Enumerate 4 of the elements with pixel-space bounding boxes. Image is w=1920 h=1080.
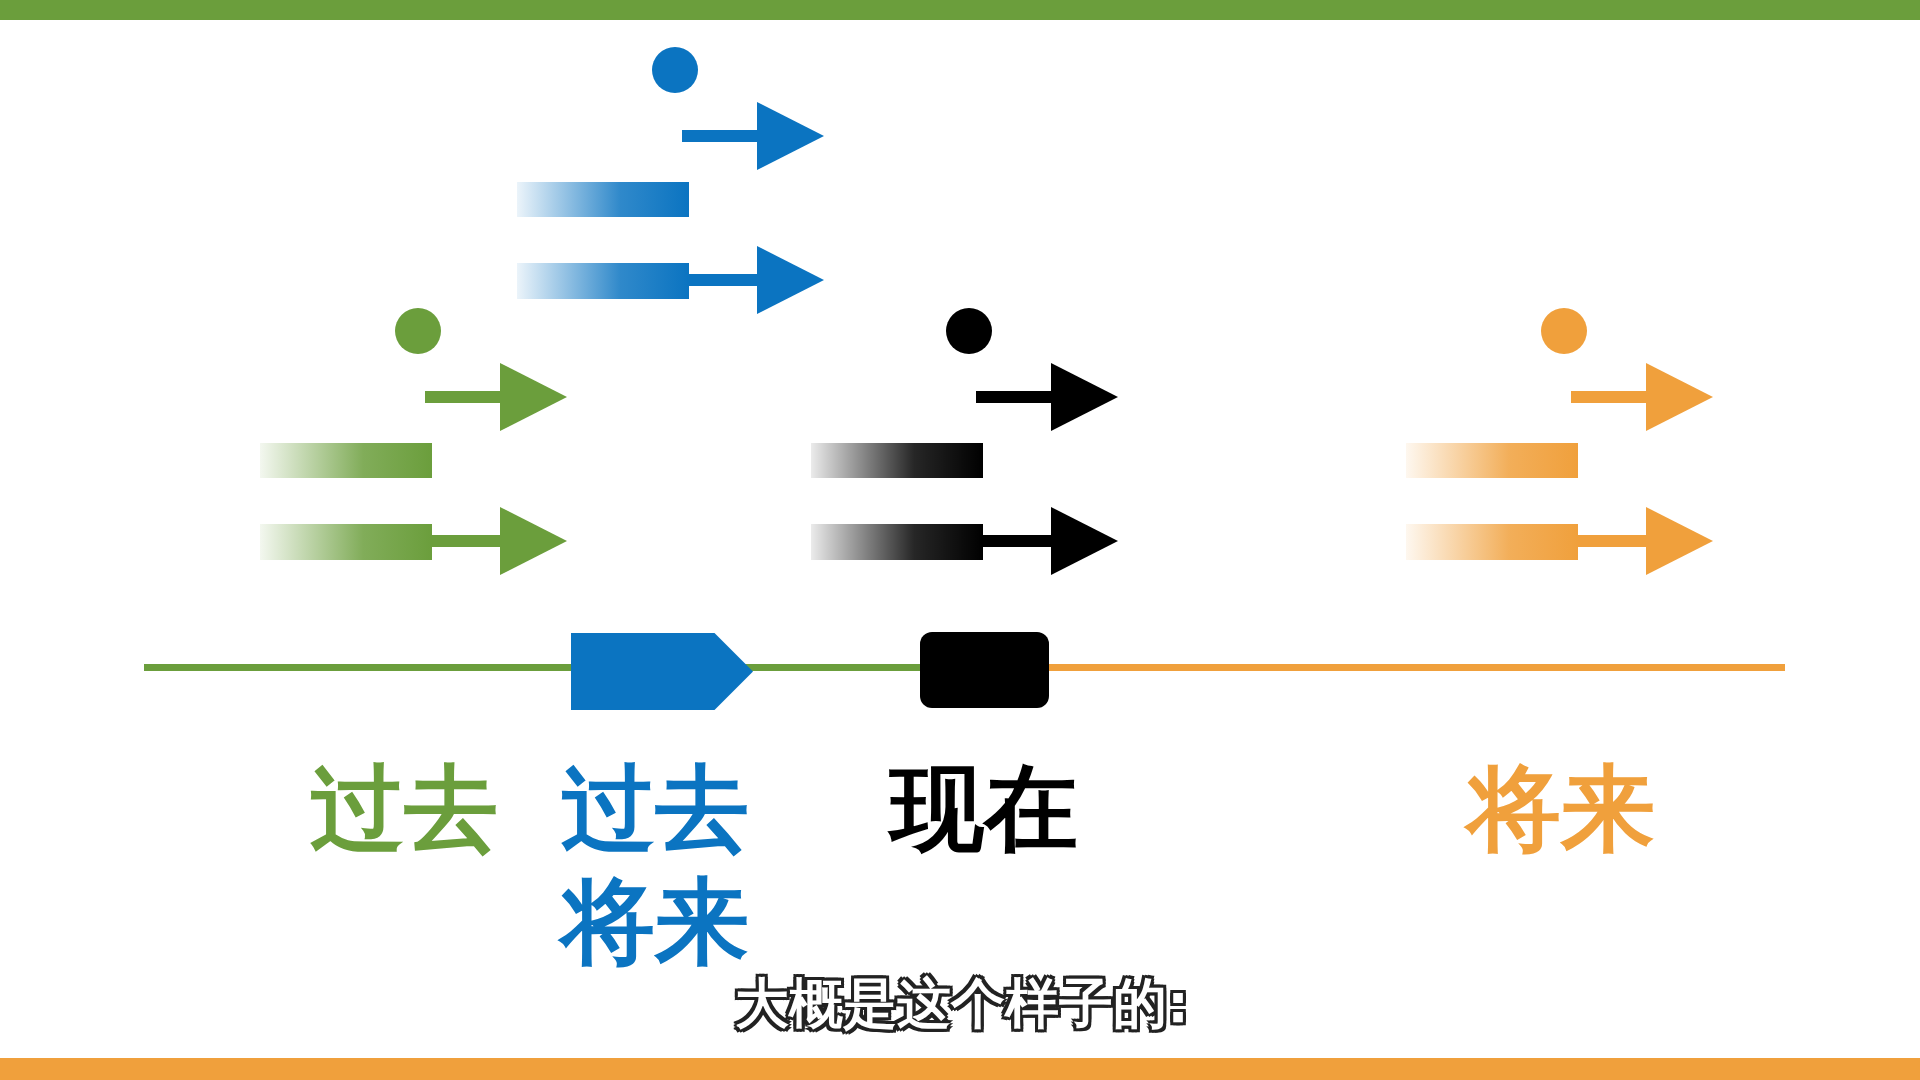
tense-label: 过去 — [310, 752, 498, 865]
subtitle-caption: 大概是这个样子的: — [735, 972, 1189, 1037]
pentagon-marker — [571, 633, 753, 710]
rounded-rect-marker — [920, 632, 1049, 708]
